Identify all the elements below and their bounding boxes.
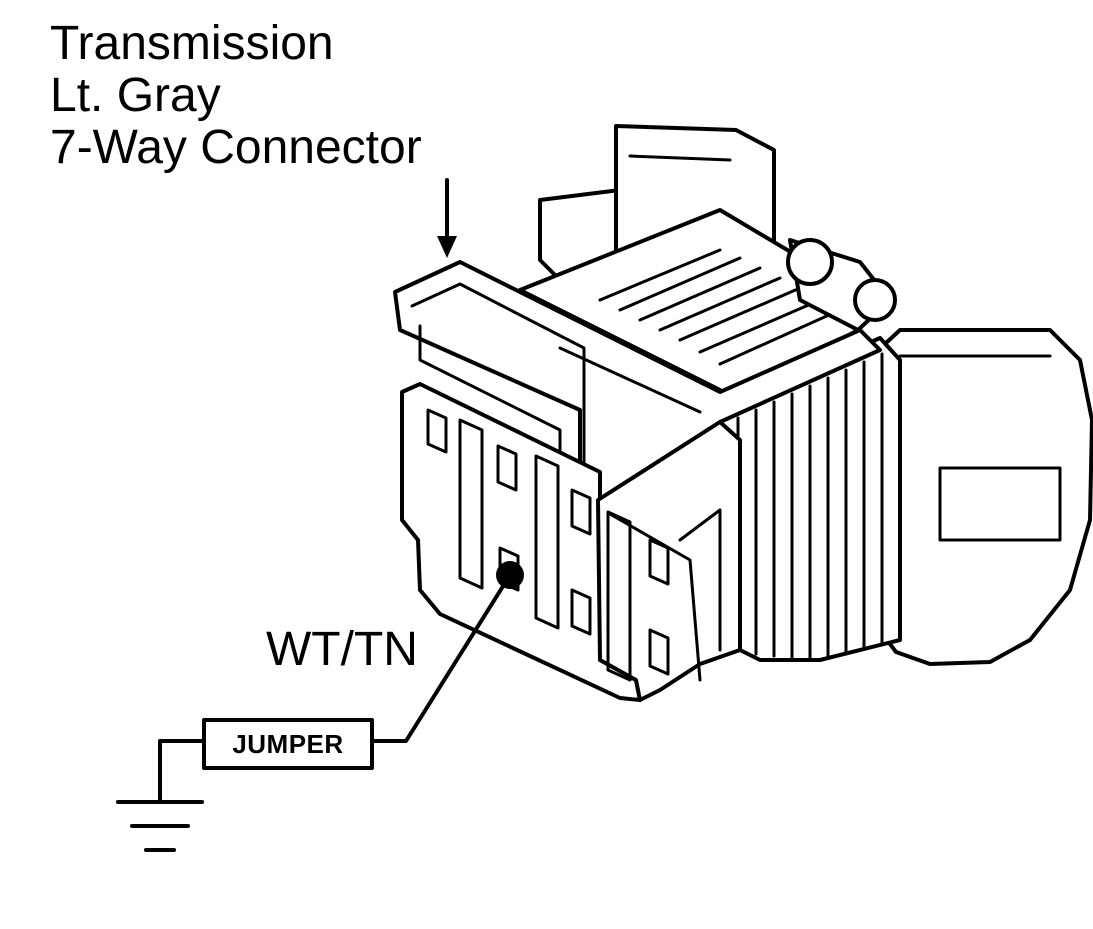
- top-latch: [518, 124, 897, 410]
- rear-boot: [870, 328, 1093, 666]
- jumper-wire: [372, 573, 512, 743]
- jumper-label: JUMPER: [232, 729, 344, 759]
- ground-symbol: [116, 800, 204, 852]
- ground-lead: [158, 739, 206, 802]
- connector-shroud: [393, 260, 882, 502]
- wire-color-label: WT/TN: [266, 623, 418, 676]
- pointer-arrow: [437, 178, 457, 258]
- connector-title: Transmission Lt. Gray 7-Way Connector: [50, 18, 422, 174]
- title-line-1: Transmission: [50, 17, 334, 70]
- title-line-2: Lt. Gray: [50, 69, 221, 122]
- title-line-3: 7-Way Connector: [50, 121, 422, 174]
- terminal-cavities: [426, 408, 670, 682]
- jumper-box: [202, 718, 374, 770]
